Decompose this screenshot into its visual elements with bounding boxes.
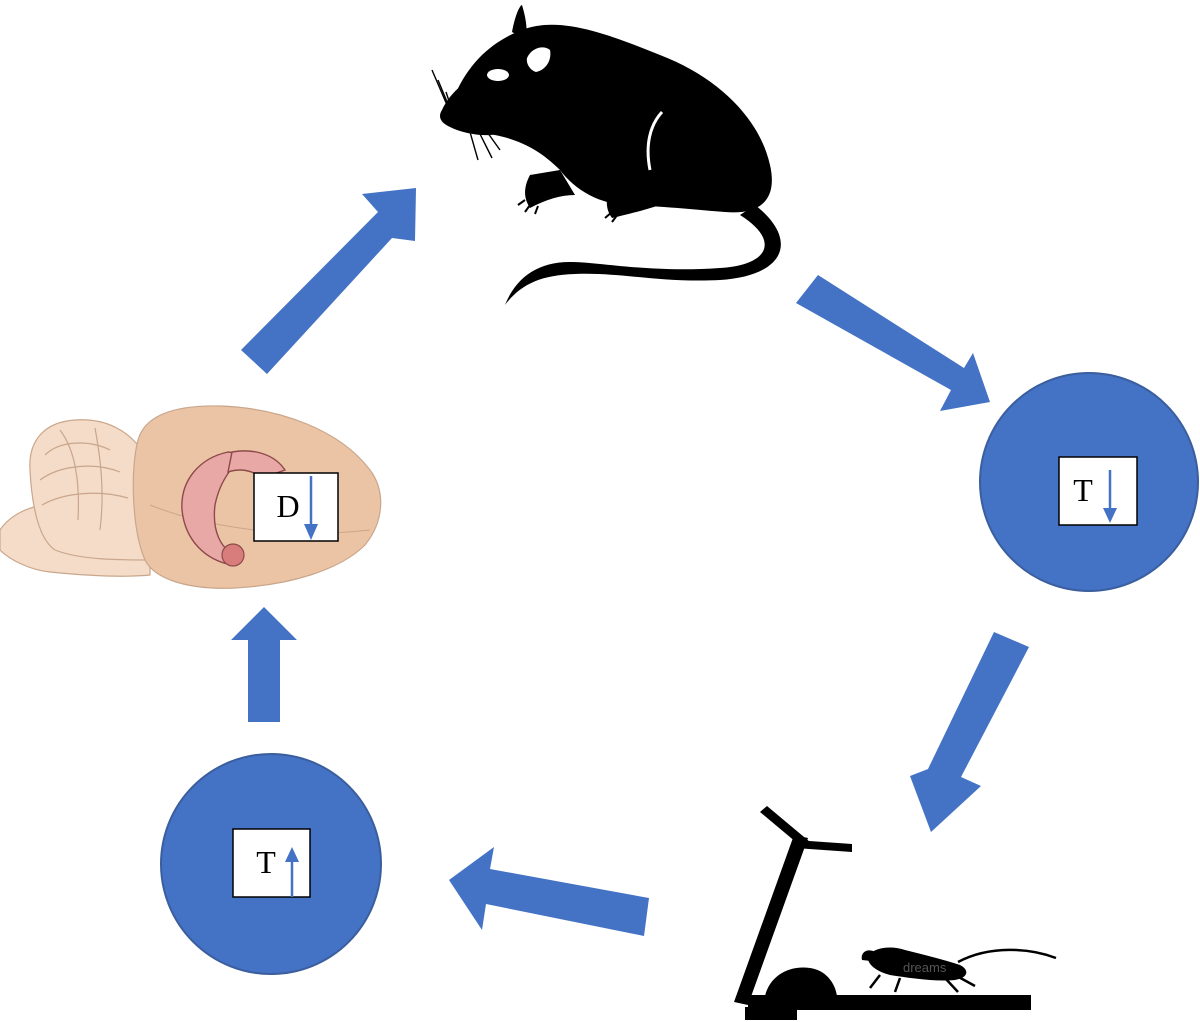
dopamine-label: D (276, 488, 299, 524)
treadmill-with-running-rat-icon: dreams (734, 806, 1057, 1020)
testosterone-low-node: T (979, 372, 1199, 592)
rat-brain-icon: D (0, 405, 382, 589)
testosterone-high-box (232, 828, 311, 898)
dopamine-box (253, 472, 339, 542)
rat-silhouette-icon (431, 5, 781, 305)
testosterone-high-label: T (256, 844, 276, 880)
arrow-up-icon (285, 847, 299, 897)
testosterone-high-node: T (160, 753, 382, 975)
arrow-down-icon (304, 476, 318, 540)
arrow-brain-to-rat (241, 188, 416, 374)
cycle-arrows (231, 188, 1029, 936)
arrow-testosterone-high-to-brain (231, 607, 297, 722)
arrow-treadmill-to-testosterone-high (449, 847, 649, 936)
amygdala-region (221, 543, 245, 567)
testosterone-low-label: T (1073, 472, 1093, 508)
treadmill-watermark: dreams (903, 960, 947, 975)
arrow-testosterone-low-to-treadmill (910, 632, 1029, 832)
testosterone-low-box (1058, 456, 1138, 526)
arrow-rat-to-testosterone-low (796, 275, 990, 411)
arrow-down-icon (1103, 470, 1117, 523)
